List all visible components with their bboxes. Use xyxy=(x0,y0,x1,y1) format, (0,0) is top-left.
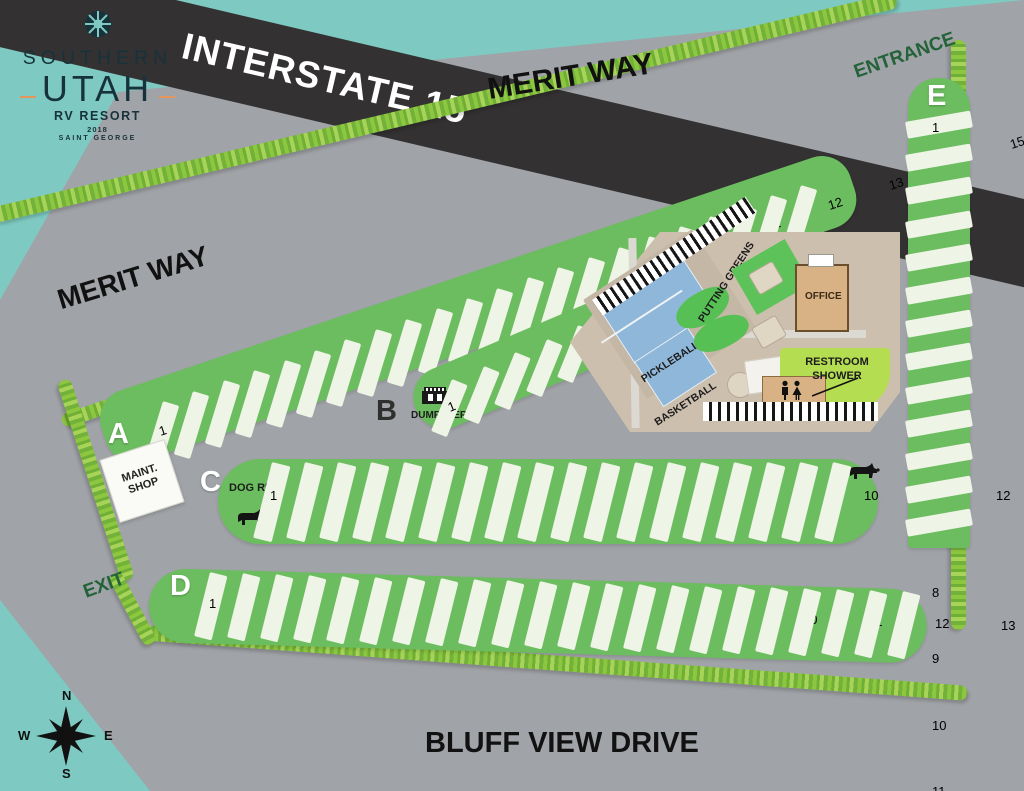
logo-line-utah-row: UTAH xyxy=(10,71,185,107)
dog-run-label: DOG RUN xyxy=(229,482,281,494)
compass-north-label: N xyxy=(62,688,72,703)
site-number-E-9: 9 xyxy=(932,651,940,667)
dumpster-icon xyxy=(422,387,448,404)
site-number-E-1: 1 xyxy=(932,120,940,135)
site-number-C-12: 12 xyxy=(996,488,1011,503)
restroom-pointer-line xyxy=(812,377,859,397)
compass-south-label: S xyxy=(62,766,71,781)
resort-logo: SOUTHERN UTAH RV RESORT 2018 SAINT GEORG… xyxy=(10,8,185,142)
compass-west-label: W xyxy=(18,728,31,743)
dog-run-icon-right xyxy=(850,463,880,479)
site-number-C-1: 1 xyxy=(270,488,278,503)
logo-city: SAINT GEORGE xyxy=(58,135,137,143)
logo-year: 2018 xyxy=(87,125,108,135)
site-number-D-12: 12 xyxy=(935,615,950,631)
office-entry-canopy xyxy=(808,254,834,267)
logo-line-rv-resort: RV RESORT xyxy=(53,109,142,124)
logo-dash-left xyxy=(19,95,36,98)
site-number-E-8: 8 xyxy=(932,584,940,600)
site-number-C-10: 10 xyxy=(864,488,879,503)
row-b-label: B xyxy=(376,395,397,427)
compass-rose: N S W E xyxy=(12,686,120,786)
row-a-label: A xyxy=(108,418,129,450)
sun-emblem-icon xyxy=(84,11,111,37)
logo-line-utah: UTAH xyxy=(41,68,154,109)
compass-east-label: E xyxy=(104,728,113,743)
amenity-walkway-cross xyxy=(636,330,866,338)
site-number-D-13: 13 xyxy=(1001,617,1016,633)
row-e-label: E xyxy=(927,80,947,112)
site-number-E-11: 11 xyxy=(932,784,946,791)
site-number-D-1: 1 xyxy=(209,596,217,611)
row-d-label: D xyxy=(170,570,191,602)
restroom-people-icon xyxy=(782,380,802,400)
site-number-E-10: 10 xyxy=(932,717,947,733)
logo-line-southern: SOUTHERN xyxy=(22,47,173,69)
bluff-view-drive-label: BLUFF VIEW DRIVE xyxy=(425,727,699,759)
row-c-label: C xyxy=(200,466,221,498)
maintenance-shop-label: MAINT. SHOP xyxy=(120,462,161,496)
parking-strip-lower xyxy=(703,402,878,421)
office-label: OFFICE xyxy=(805,291,842,302)
logo-dash-right xyxy=(159,95,176,98)
